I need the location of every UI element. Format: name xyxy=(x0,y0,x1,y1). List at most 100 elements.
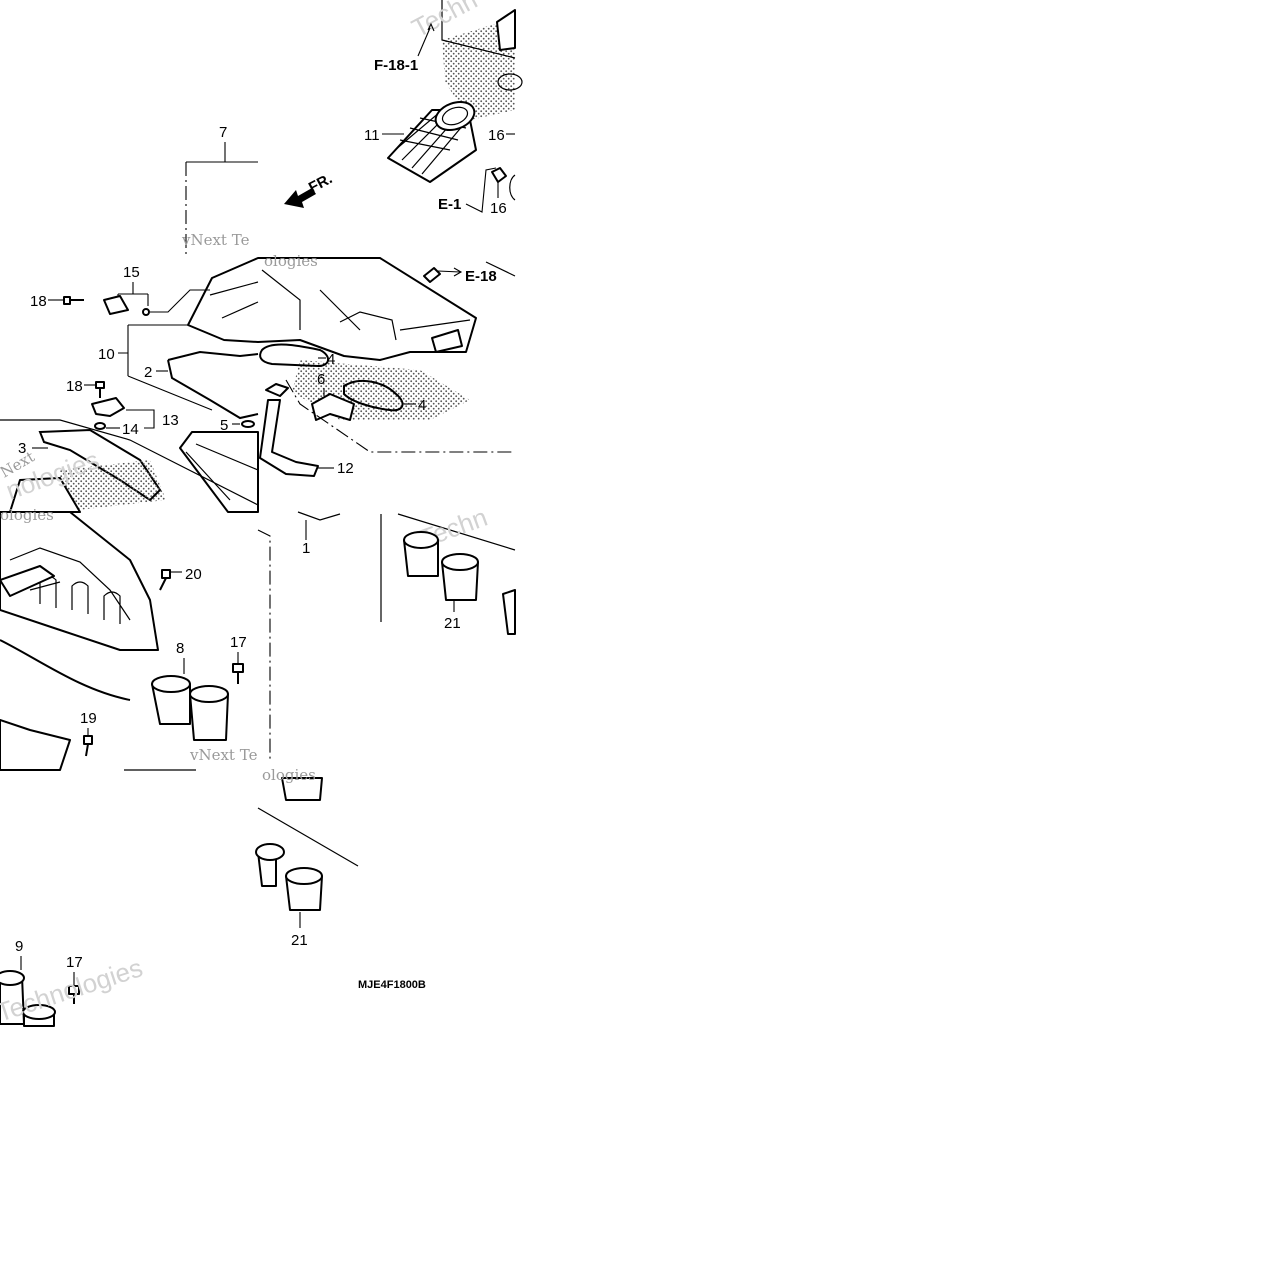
part-screw xyxy=(159,569,171,591)
part-drain-tube xyxy=(259,399,319,477)
nozzle xyxy=(423,267,441,283)
callout-20: 20 xyxy=(185,566,202,583)
callout-16: 16 xyxy=(488,127,505,144)
front-direction-arrow: FR. xyxy=(284,170,335,208)
tile-bottom-left: 9 17 Technologies xyxy=(0,938,146,1028)
callout-17: 17 xyxy=(66,954,83,971)
part-gasket xyxy=(167,350,259,420)
group-boundary xyxy=(380,513,516,622)
leader-line xyxy=(417,27,431,57)
callout-1: 1 xyxy=(302,540,310,557)
housing-detail xyxy=(209,269,471,341)
tile-top-right: Techn F-18-1 11 16 16 E-1 FR. 7 xyxy=(181,0,523,256)
callout-16: 16 xyxy=(490,200,507,217)
part-air-cleaner-cover xyxy=(0,511,159,651)
part-seal xyxy=(343,379,404,412)
part-airbox-housing xyxy=(187,257,477,361)
leader-line xyxy=(117,282,149,306)
leader-line xyxy=(150,289,210,313)
callout-18: 18 xyxy=(30,293,47,310)
callout-19: 19 xyxy=(80,710,97,727)
callout-2: 2 xyxy=(144,364,152,381)
part-bolt xyxy=(232,663,244,684)
case-detail xyxy=(185,443,259,501)
callout-13: 13 xyxy=(162,412,179,429)
callout-18: 18 xyxy=(66,378,83,395)
callout-6: 6 xyxy=(317,371,325,388)
callout-8: 8 xyxy=(176,640,184,657)
part-clip xyxy=(491,167,507,183)
leader-line xyxy=(437,270,461,273)
part-bolt xyxy=(68,985,80,1004)
edge-line xyxy=(0,419,259,506)
filter-element-fragment xyxy=(9,477,81,513)
callout-14: 14 xyxy=(122,421,139,438)
part-sensor-bracket xyxy=(91,397,125,417)
part-washer xyxy=(142,308,150,316)
ref-label-e18: E-18 xyxy=(465,268,497,285)
callout-9: 9 xyxy=(15,938,23,955)
housing-tab xyxy=(431,329,463,353)
shaded-surface xyxy=(60,460,166,512)
callout-17: 17 xyxy=(230,634,247,651)
callout-21: 21 xyxy=(444,615,461,632)
watermark: vNext Te xyxy=(189,746,258,764)
tile-hose-area: 4 4 6 12 xyxy=(259,343,515,477)
shaded-surface xyxy=(442,18,515,120)
cover-bracket xyxy=(0,565,55,597)
watermark: vNext Te xyxy=(181,231,250,249)
callout-4: 4 xyxy=(418,397,426,414)
part-lower-case xyxy=(179,431,259,513)
watermark: ologies xyxy=(0,506,54,524)
leader-line xyxy=(118,324,213,411)
duct-fragment xyxy=(496,9,516,51)
part-funnel-pair xyxy=(0,970,56,1027)
callout-3: 3 xyxy=(18,440,26,457)
leader-line xyxy=(126,409,155,429)
port-ring xyxy=(497,73,523,91)
part-grommet xyxy=(241,420,255,428)
callout-10: 10 xyxy=(98,346,115,363)
gasket-fragment xyxy=(0,639,131,701)
group-boundary xyxy=(257,529,271,762)
arrow-head xyxy=(427,22,435,32)
ref-label-e1: E-1 xyxy=(438,196,461,213)
case-edge xyxy=(297,511,341,521)
tile-funnels: 1 Techn 21 ologies 21 MJE4F1800B xyxy=(255,502,516,991)
part-funnel-pair xyxy=(151,675,229,741)
part-screw xyxy=(95,381,105,398)
part-screw xyxy=(83,735,93,757)
ref-label-f18-1: F-18-1 xyxy=(374,57,418,74)
hose-fragment xyxy=(509,174,516,201)
part-o-ring xyxy=(94,422,106,430)
callout-21: 21 xyxy=(291,932,308,949)
tile-airbox: ologies E-18 10 15 18 2 18 13 14 5 xyxy=(0,252,516,513)
watermark: ologies xyxy=(262,766,316,784)
part-intake-funnel xyxy=(387,100,477,183)
callout-11: 11 xyxy=(364,127,380,144)
part-seal xyxy=(259,343,329,368)
part-cover-plate xyxy=(311,393,355,421)
callout-12: 12 xyxy=(337,460,354,477)
callout-5: 5 xyxy=(220,417,228,434)
part-funnel-pair xyxy=(255,777,323,911)
part-screw xyxy=(63,296,84,305)
leader-line xyxy=(186,142,258,163)
part-sensor xyxy=(103,295,129,315)
tile-cover: ologies 20 8 17 19 vNext Te xyxy=(0,506,271,771)
watermark: ologies xyxy=(264,252,318,270)
edge-line xyxy=(257,807,359,867)
callout-7: 7 xyxy=(219,124,227,141)
leader-line xyxy=(465,167,497,213)
part-funnel-pair xyxy=(403,531,516,635)
callout-4: 4 xyxy=(327,351,335,368)
callout-15: 15 xyxy=(123,264,140,281)
edge-line xyxy=(485,261,516,277)
part-clamp xyxy=(265,383,289,397)
group-boundary xyxy=(285,379,515,453)
lower-housing-fragment xyxy=(0,719,71,771)
diagram-code: MJE4F1800B xyxy=(358,979,426,991)
housing-outline xyxy=(441,0,516,59)
